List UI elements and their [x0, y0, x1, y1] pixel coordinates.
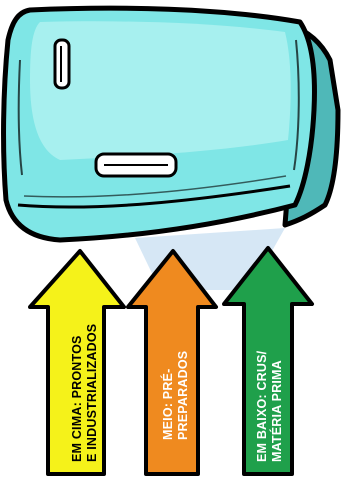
door-handle-icon: [96, 154, 176, 176]
arrow-middle-label-line1: MEIO: PRÉ-: [160, 369, 175, 440]
arrow-top-label-line1: EM CIMA: PRONTOS: [70, 335, 84, 462]
arrow-bottom-label-line1: EM BAIXO: CRUS/: [255, 350, 269, 462]
arrow-top-label-line2: E INDUSTRIALIZADOS: [85, 324, 99, 462]
refrigerator-icon: [4, 8, 338, 240]
arrow-middle-label-line2: PREPARADOS: [176, 351, 190, 440]
arrow-bottom-label-line2: MATÉRIA PRIMA: [269, 360, 284, 462]
arrow-top-shelf: EM CIMA: PRONTOS E INDUSTRIALIZADOS: [30, 251, 124, 474]
svg-text:EM CIMA: PRONTOS E INDUS: EM CIMA: PRONTOS E INDUSTRIALIZADOS: [70, 324, 99, 462]
svg-text:EM BAIXO: CRUS/ MATÉRIA: EM BAIXO: CRUS/ MATÉRIA PRIMA: [255, 347, 284, 462]
door-handle-icon: [55, 40, 69, 88]
